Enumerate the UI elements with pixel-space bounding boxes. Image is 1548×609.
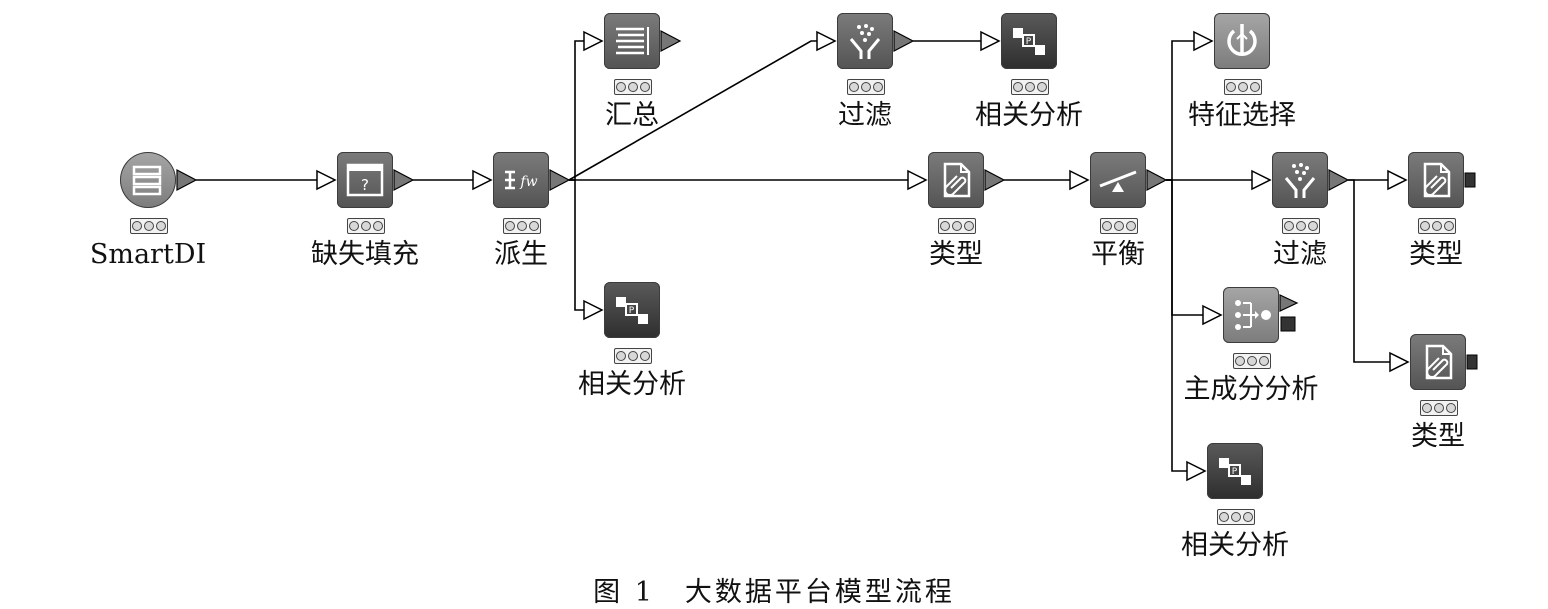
node-label: 相关分析 <box>1181 530 1289 561</box>
status-lights <box>614 79 652 95</box>
status-lights <box>130 218 168 234</box>
node-correlation-analysis[interactable]: P 相关分析 <box>567 282 697 432</box>
node-label: 汇总 <box>605 100 659 131</box>
input-port <box>1186 460 1207 482</box>
output-port <box>984 169 1006 191</box>
balance-icon <box>1090 152 1146 208</box>
node-filter[interactable]: 过滤 <box>1235 152 1365 302</box>
status-lights <box>1282 218 1320 234</box>
output-port <box>393 169 415 191</box>
node-label: 类型 <box>1411 421 1465 452</box>
node-balance[interactable]: 平衡 <box>1053 152 1183 302</box>
status-lights <box>938 218 976 234</box>
terminal-port <box>1464 172 1476 188</box>
input-port <box>1069 169 1090 191</box>
missing-fill-icon: ? <box>337 152 393 208</box>
model-port <box>1280 316 1296 332</box>
node-label: 主成分分析 <box>1183 374 1319 405</box>
svg-text:P: P <box>629 306 635 316</box>
input-port <box>1387 169 1408 191</box>
edge-line <box>1348 179 1390 363</box>
node-aggregate[interactable]: 汇总 <box>567 13 697 163</box>
node-label: 类型 <box>929 239 983 270</box>
aggregate-icon <box>604 13 660 69</box>
output-port <box>893 30 915 52</box>
input-port <box>1251 169 1272 191</box>
type-icon <box>1410 334 1466 390</box>
output-port <box>176 169 198 191</box>
status-lights <box>614 348 652 364</box>
edge-line <box>1166 179 1187 472</box>
node-label: 相关分析 <box>578 369 686 400</box>
correlation-icon: P <box>1207 443 1263 499</box>
node-type[interactable]: 类型 <box>1373 334 1503 484</box>
output-port <box>549 169 571 191</box>
correlation-icon: P <box>1001 13 1057 69</box>
node-label: 类型 <box>1409 239 1463 270</box>
input-port <box>816 30 837 52</box>
node-correlation-analysis[interactable]: P 相关分析 <box>964 13 1094 163</box>
node-label: SmartDI <box>89 239 207 270</box>
filter-icon <box>1272 152 1328 208</box>
database-icon <box>120 152 176 208</box>
node-label: 特征选择 <box>1188 100 1296 131</box>
node-smartdi[interactable]: SmartDI <box>83 152 213 302</box>
status-lights <box>1233 353 1271 369</box>
status-lights <box>1011 79 1049 95</box>
output-port <box>1146 169 1168 191</box>
status-lights <box>1217 509 1255 525</box>
output-port <box>1328 169 1350 191</box>
status-lights <box>847 79 885 95</box>
input-port <box>1389 351 1410 373</box>
node-label: 缺失填充 <box>311 239 419 270</box>
node-pca[interactable]: 主成分分析 <box>1184 287 1319 437</box>
feature-selection-icon <box>1214 13 1270 69</box>
node-label: 过滤 <box>1273 239 1327 270</box>
status-lights <box>1100 218 1138 234</box>
svg-text:P: P <box>1232 467 1238 477</box>
node-label: 相关分析 <box>975 100 1083 131</box>
input-port <box>980 30 1001 52</box>
node-derive[interactable]: fw 派生 <box>456 152 586 302</box>
figure-caption: 图 1 大数据平台模型流程 <box>593 577 955 608</box>
input-port <box>583 30 604 52</box>
input-port <box>1202 304 1223 326</box>
output-port <box>1279 294 1299 312</box>
node-label: 平衡 <box>1091 239 1145 270</box>
type-icon <box>1408 152 1464 208</box>
status-lights <box>347 218 385 234</box>
status-lights <box>1224 79 1262 95</box>
type-icon <box>928 152 984 208</box>
node-correlation-analysis[interactable]: P 相关分析 <box>1170 443 1300 593</box>
node-label: 过滤 <box>838 100 892 131</box>
input-port <box>472 169 493 191</box>
input-port <box>907 169 928 191</box>
input-port <box>316 169 337 191</box>
node-type[interactable]: 类型 <box>1371 152 1501 302</box>
status-lights <box>503 218 541 234</box>
input-port <box>583 299 604 321</box>
edge-line <box>568 40 817 181</box>
status-lights <box>1420 400 1458 416</box>
node-label: 派生 <box>494 239 548 270</box>
node-filter[interactable]: 过滤 <box>800 13 930 163</box>
svg-text:?: ? <box>361 176 369 194</box>
node-type[interactable]: 类型 <box>891 152 1021 302</box>
output-port <box>660 30 682 52</box>
filter-icon <box>837 13 893 69</box>
svg-text:fw: fw <box>519 174 537 190</box>
correlation-icon: P <box>604 282 660 338</box>
pca-icon <box>1223 287 1279 343</box>
status-lights <box>1418 218 1456 234</box>
derive-icon: fw <box>493 152 549 208</box>
svg-text:P: P <box>1026 37 1032 47</box>
node-missing-fill[interactable]: ? 缺失填充 <box>300 152 430 302</box>
input-port <box>1193 30 1214 52</box>
terminal-port <box>1466 354 1478 370</box>
node-feature-selection[interactable]: 特征选择 <box>1177 13 1307 163</box>
